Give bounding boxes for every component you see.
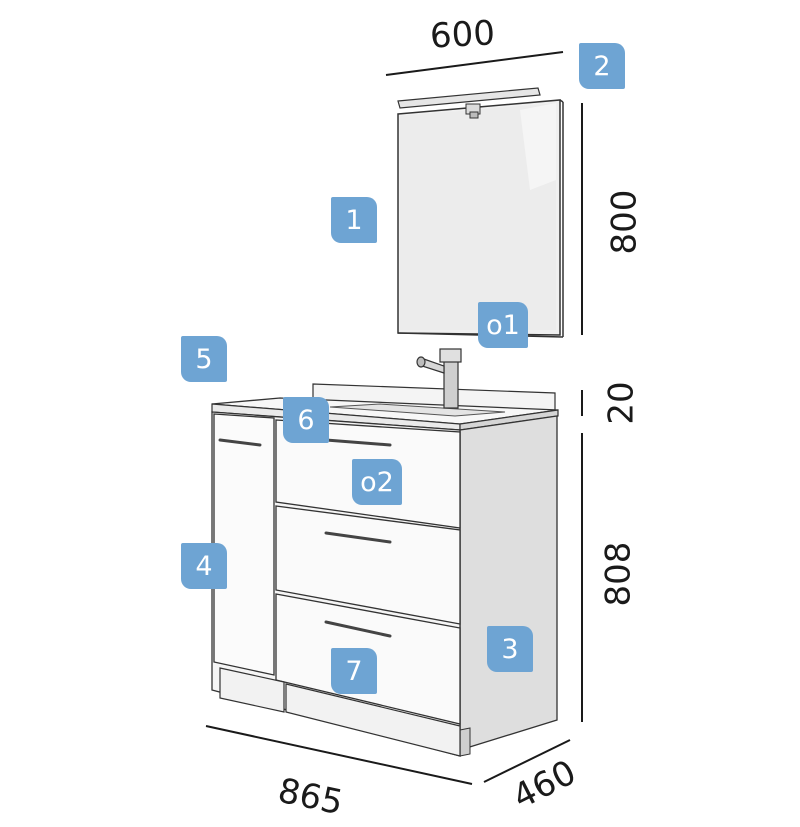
dimension-mirror-width: 600 — [428, 13, 496, 57]
cabinet-depth-line — [483, 739, 571, 783]
callout-drawer: 7 — [331, 648, 377, 694]
callout-mirror: 1 — [331, 197, 377, 243]
callout-countertop: 5 — [181, 336, 227, 382]
callout-cabinet-side: 3 — [487, 626, 533, 672]
plinth — [219, 667, 461, 757]
callout-option-handle: o2 — [352, 459, 402, 505]
mirror-lamp — [397, 87, 541, 119]
mirror — [397, 99, 564, 338]
faucet — [416, 348, 462, 409]
callout-basin: 6 — [283, 397, 329, 443]
dimension-cabinet-height: 808 — [598, 541, 639, 607]
basin — [329, 403, 506, 417]
dimension-lines — [205, 51, 583, 785]
dimension-mirror-height: 800 — [604, 189, 645, 255]
callout-lamp: 2 — [579, 43, 625, 89]
callout-option-faucet: o1 — [478, 302, 528, 348]
callout-side-door: 4 — [181, 543, 227, 589]
cabinet-width-line — [205, 725, 473, 785]
cabinet-side-panel — [459, 415, 558, 757]
mirror-width-line — [385, 51, 564, 76]
dimension-top-thickness: 20 — [601, 381, 642, 425]
drawer-middle — [275, 505, 461, 625]
